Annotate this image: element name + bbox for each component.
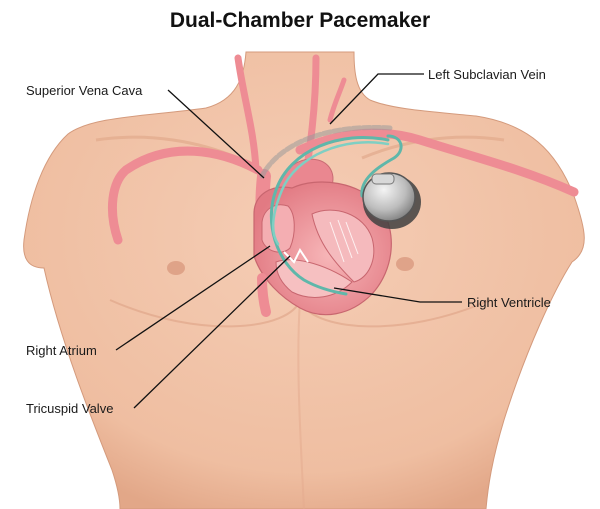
right-ventricle-chamber [275,259,353,298]
nipple-right [396,257,414,271]
vessels [108,54,579,245]
label-right-ventricle: Right Ventricle [467,295,551,310]
lead-to-device [360,134,403,198]
leader-lines [115,73,462,409]
device-header [371,173,395,185]
left-subclavian-vein-vessel [295,128,579,197]
label-right-atrium: Right Atrium [26,343,97,358]
inferior-vena-cava [257,273,271,317]
label-superior-vena-cava: Superior Vena Cava [26,83,143,98]
vessel-neck-branch [327,77,347,123]
diagram-title: Dual-Chamber Pacemaker [170,9,430,32]
device-shell [362,172,416,222]
vessel-left-neck [234,54,260,174]
leader-superior-vena-cava [167,89,265,179]
pacemaker-device [362,172,421,229]
leader-right-ventricle [333,287,462,303]
lead-sheath [259,124,393,179]
leader-left-subclavian-vein [329,73,424,125]
leader-right-atrium [115,245,271,351]
left-ventricle-chamber [311,209,375,283]
pacemaker-leads [259,124,403,296]
label-tricuspid-valve: Tricuspid Valve [26,401,113,416]
lead-atrial [271,141,390,246]
lead-ventricular [269,135,390,296]
leader-tricuspid-valve [133,255,291,409]
heart-chordae [329,219,359,263]
vessel-left-arm [108,146,263,245]
label-left-subclavian-vein: Left Subclavian Vein [428,67,546,82]
sternum-line [297,299,305,509]
nipple-left [167,261,185,275]
